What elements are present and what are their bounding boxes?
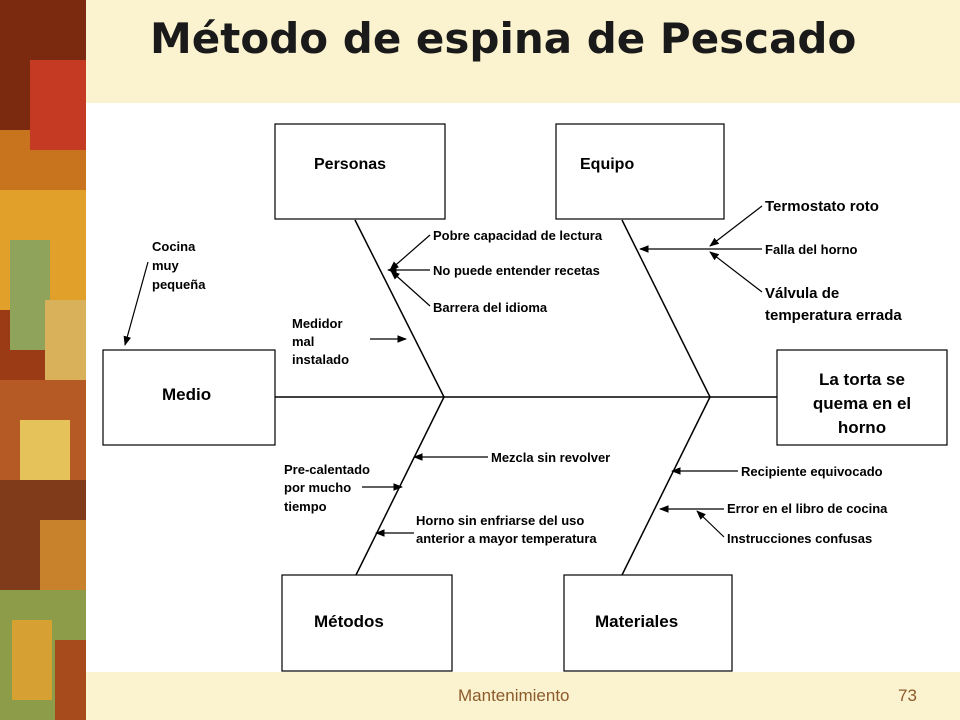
bone-materiales xyxy=(621,396,711,576)
box-metodos xyxy=(281,574,453,672)
label-metodos: Métodos xyxy=(314,612,384,631)
box-materiales xyxy=(563,574,733,672)
effect-line-2: quema en el xyxy=(813,394,911,413)
cause-medidor-line-2: mal xyxy=(292,334,314,349)
effect-line-1: La torta se xyxy=(819,370,905,389)
cause-precalentado-line-2: por mucho xyxy=(284,480,351,495)
cause-medidor-line-1: Medidor xyxy=(292,316,343,331)
cause-instrucciones-confusas: Instrucciones confusas xyxy=(727,531,872,546)
cause-cocina-line-1: Cocina xyxy=(152,239,196,254)
title-band xyxy=(86,0,960,103)
cause-termostato-roto: Termostato roto xyxy=(765,198,879,215)
cause-precalentado-line-1: Pre-calentado xyxy=(284,462,370,477)
cause-valvula-line-1: Válvula de xyxy=(765,285,839,302)
effect-line-3: horno xyxy=(838,418,886,437)
bone-equipo xyxy=(621,219,711,398)
box-medio xyxy=(102,349,276,446)
footer-label: Mantenimiento xyxy=(458,686,570,705)
cause-mezcla-sin-revolver: Mezcla sin revolver xyxy=(491,450,610,465)
cause-horno-sin-enfriarse-line-1: Horno sin enfriarse del uso xyxy=(416,513,584,528)
label-materiales: Materiales xyxy=(595,612,678,631)
decorative-sidebar xyxy=(0,0,86,720)
page-number: 73 xyxy=(898,686,917,705)
cause-pobre-capacidad: Pobre capacidad de lectura xyxy=(433,228,603,243)
label-medio: Medio xyxy=(162,385,211,404)
box-equipo xyxy=(555,123,725,220)
page-title: Método de espina de Pescado xyxy=(150,14,857,63)
cause-barrera-idioma: Barrera del idioma xyxy=(433,300,548,315)
cause-valvula-line-2: temperatura errada xyxy=(765,307,902,324)
cause-falla-horno: Falla del horno xyxy=(765,242,858,257)
box-personas xyxy=(274,123,446,220)
footer-band xyxy=(86,672,960,720)
cause-precalentado-line-3: tiempo xyxy=(284,499,327,514)
cause-error-libro-cocina: Error en el libro de cocina xyxy=(727,501,888,516)
cause-horno-sin-enfriarse-line-2: anterior a mayor temperatura xyxy=(416,531,597,546)
bone-personas xyxy=(354,219,445,398)
bone-metodos xyxy=(355,396,445,576)
box-effect xyxy=(776,349,948,446)
cause-cocina-line-2: muy xyxy=(152,258,180,273)
label-personas: Personas xyxy=(314,156,386,173)
cause-no-puede-entender: No puede entender recetas xyxy=(433,263,600,278)
cause-recipiente-equivocado: Recipiente equivocado xyxy=(741,464,883,479)
cause-medidor-line-3: instalado xyxy=(292,352,349,367)
label-equipo: Equipo xyxy=(580,156,634,173)
cause-cocina-line-3: pequeña xyxy=(152,277,206,292)
